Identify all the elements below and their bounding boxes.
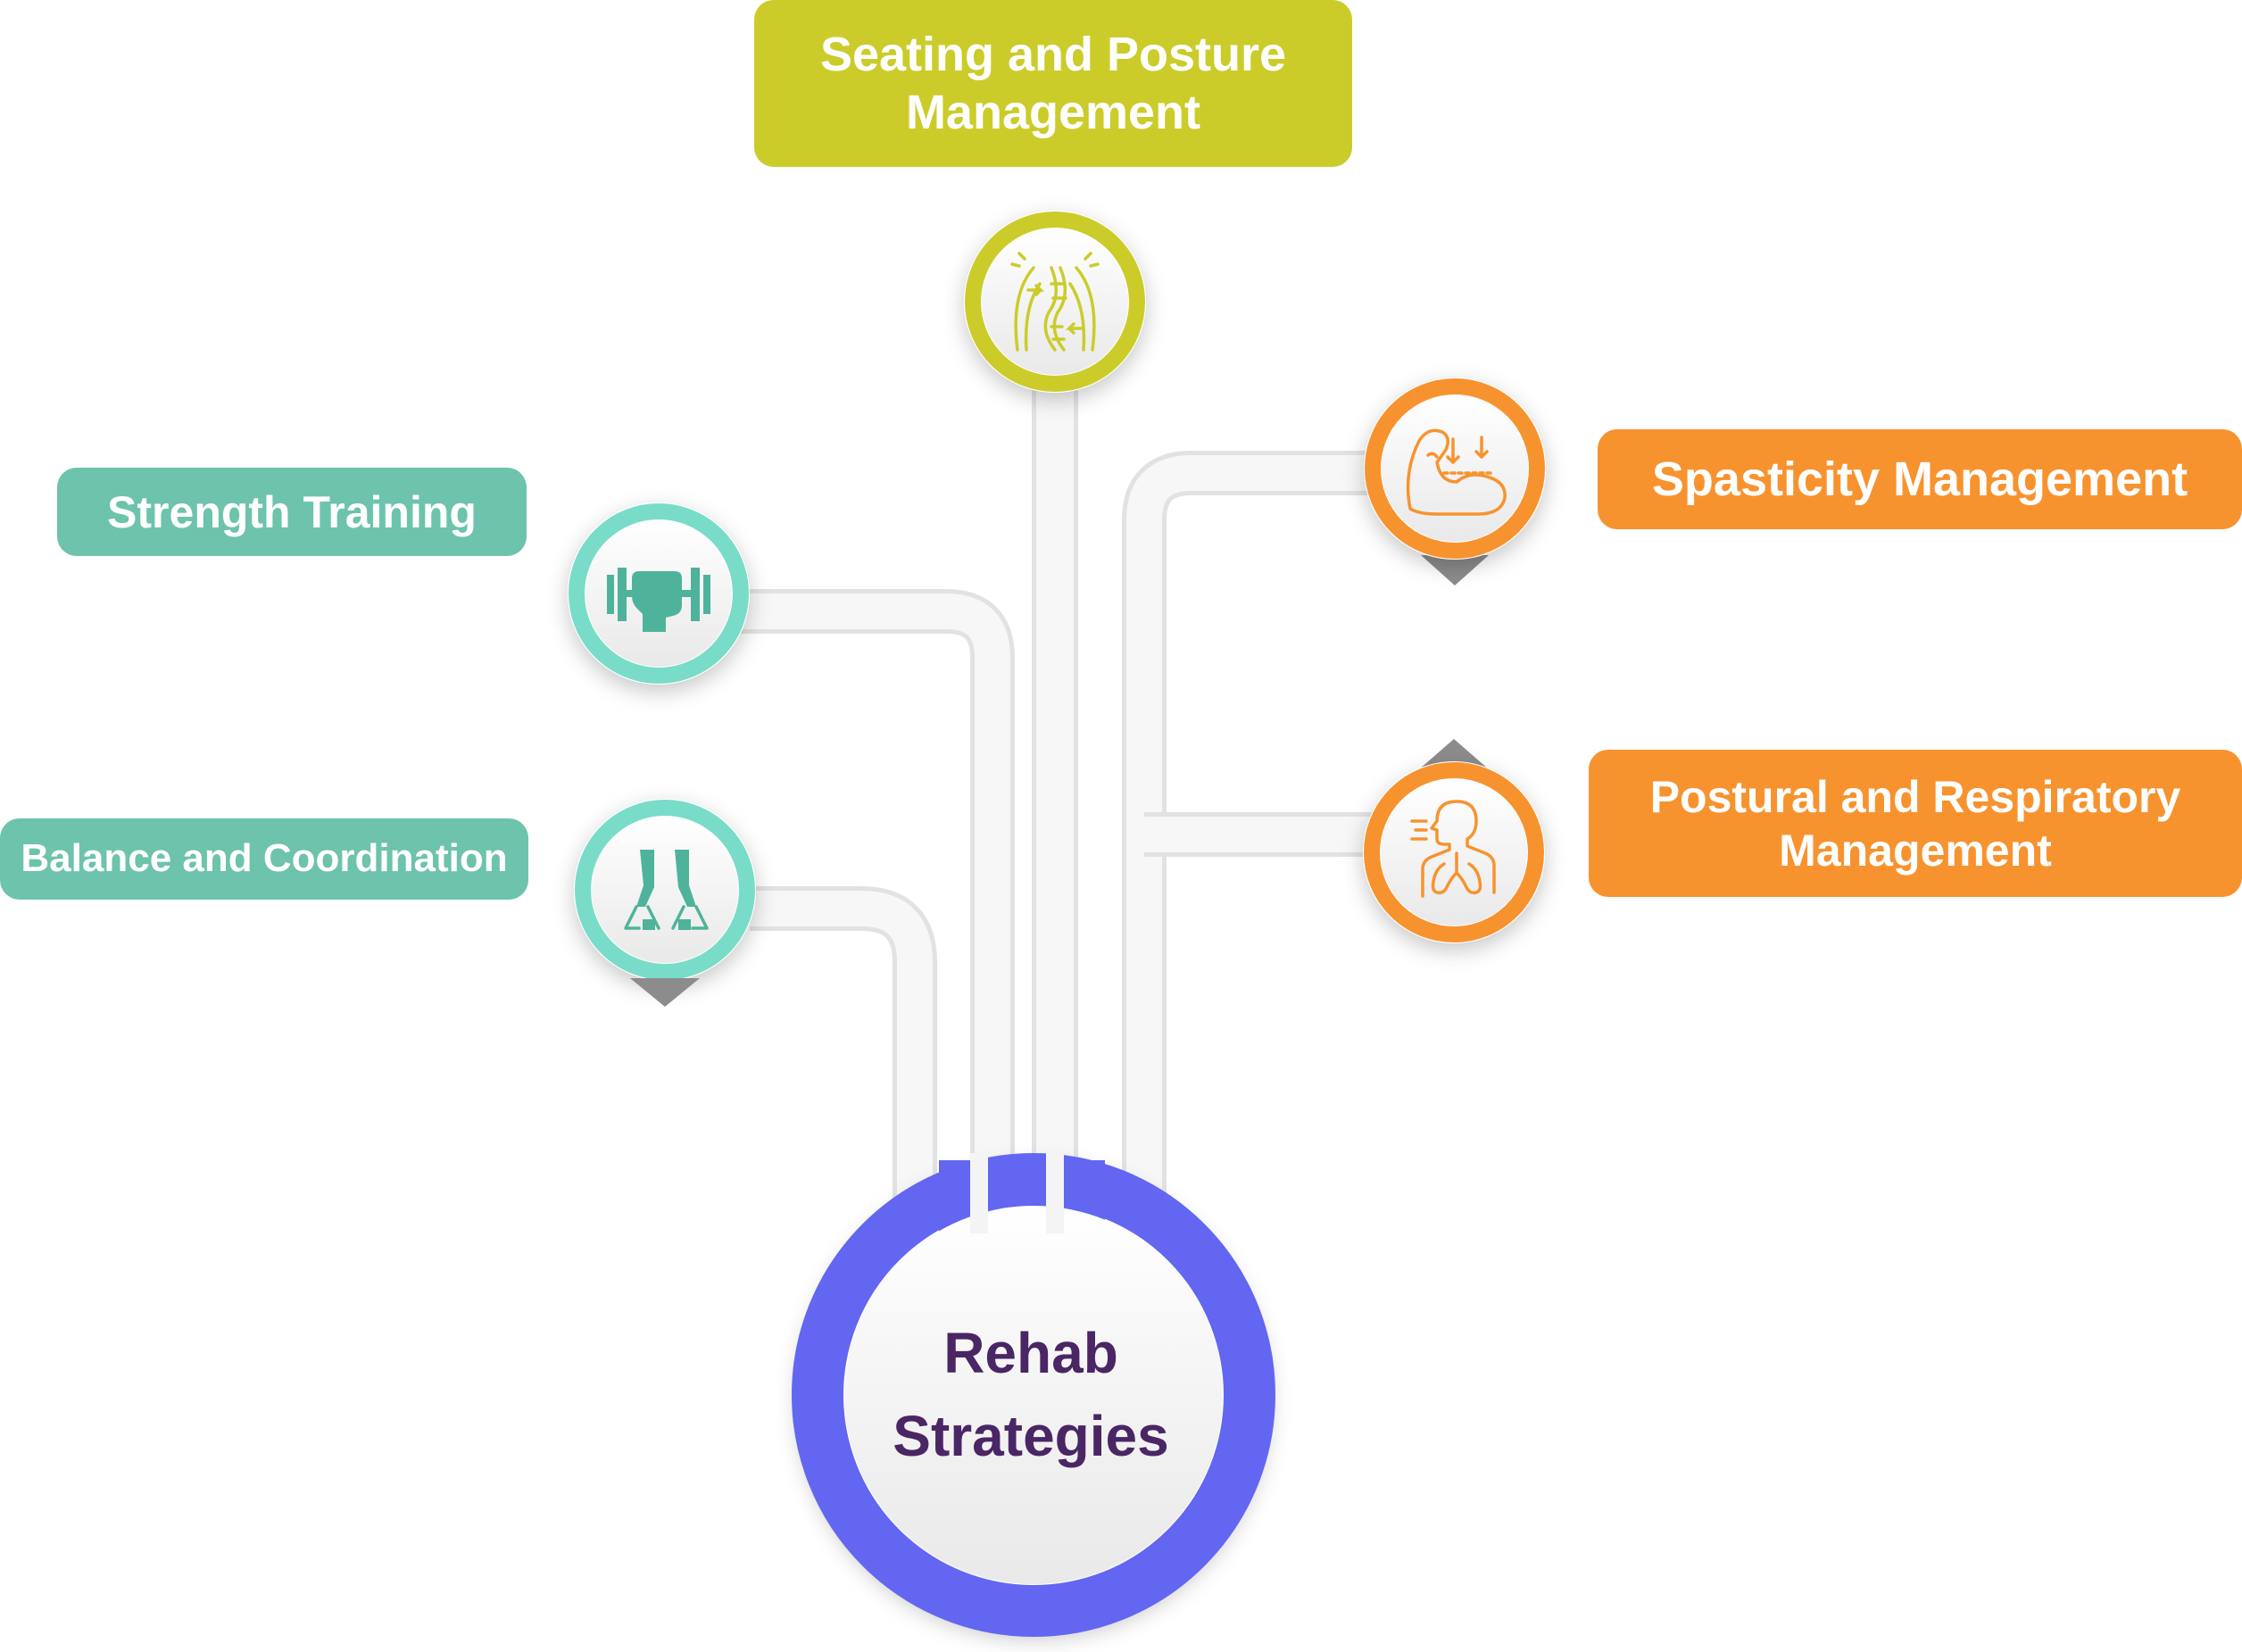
respiratory-lungs-icon xyxy=(1410,800,1496,898)
label-spasticity-line-1: Spasticity Management xyxy=(1651,452,2188,506)
connectors xyxy=(736,375,1379,1267)
label-seating-line-2: Management xyxy=(905,85,1201,139)
pointer-spasticity xyxy=(1421,555,1489,585)
label-strength-line-1: Strength Training xyxy=(107,486,477,537)
connector-balance xyxy=(750,886,937,1267)
label-balance-coordination: Balance and Coordination xyxy=(0,818,528,900)
node-seating xyxy=(964,211,1146,393)
center-ring xyxy=(792,1153,1275,1637)
node-postural xyxy=(1363,739,1545,943)
center-node xyxy=(792,1153,1275,1637)
dumbbell-fist-icon xyxy=(607,568,710,632)
label-postural-line-1: Postural and Respiratory xyxy=(1649,771,2181,822)
label-spasticity-management: Spasticity Management xyxy=(1598,429,2242,529)
pointer-postural xyxy=(1419,739,1489,769)
pointer-balance xyxy=(630,978,700,1007)
center-title: Rehab Strategies xyxy=(848,1312,1214,1478)
label-seating-posture-management: Seating and Posture Management xyxy=(754,0,1352,167)
center-disc xyxy=(844,1206,1223,1584)
label-seating-line-1: Seating and Posture xyxy=(819,27,1287,81)
flexed-arm-icon xyxy=(1406,428,1507,516)
center-title-line-1: Rehab xyxy=(943,1321,1118,1385)
node-strength xyxy=(568,502,750,685)
connector-strength xyxy=(736,589,1015,1232)
label-postural-line-2: Management xyxy=(1779,825,2052,876)
center-title-line-2: Strategies xyxy=(893,1403,1169,1468)
node-balance xyxy=(574,799,756,1007)
label-strength-training: Strength Training xyxy=(57,468,527,556)
label-balance-line-1: Balance and Coordination xyxy=(21,836,508,881)
spine-posture-icon xyxy=(1010,252,1100,352)
label-postural-respiratory-management: Postural and Respiratory Management xyxy=(1589,750,2242,897)
balance-legs-icon xyxy=(624,850,709,930)
connector-spasticity xyxy=(1122,451,1374,1241)
node-spasticity xyxy=(1364,378,1546,585)
